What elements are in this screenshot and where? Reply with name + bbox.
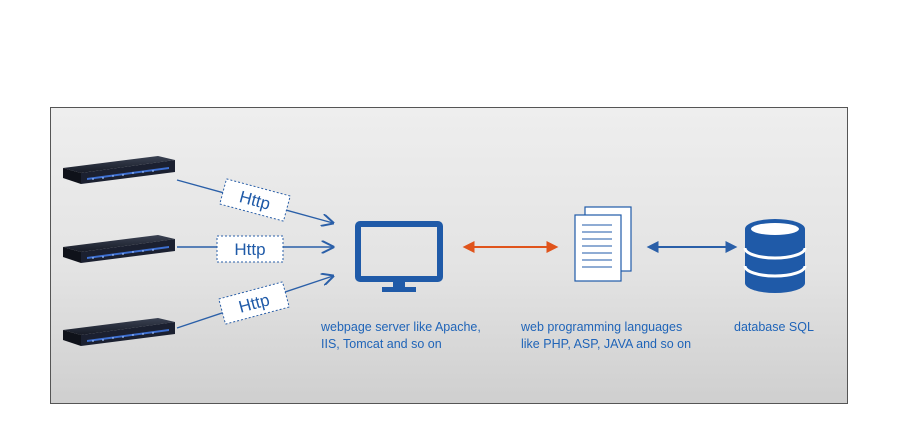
network-device-icon (63, 235, 175, 263)
languages-caption: web programming languages like PHP, ASP,… (521, 319, 691, 353)
http-label-box: Http (219, 178, 291, 222)
server-caption-line-1: webpage server like Apache, (321, 320, 481, 334)
http-label: Http (234, 240, 265, 259)
languages-caption-line-2: like PHP, ASP, JAVA and so on (521, 337, 692, 351)
documents-icon (574, 206, 632, 282)
network-device-icon (63, 156, 175, 184)
server-caption: webpage server like Apache, IIS, Tomcat … (321, 319, 481, 353)
network-device-icon (63, 318, 175, 346)
monitor-icon (355, 221, 443, 292)
database-icon (743, 219, 807, 293)
http-label-box: Http (218, 281, 290, 325)
http-label-box: Http (216, 235, 284, 263)
diagram-canvas: Http Http Http (63, 156, 807, 346)
server-caption-line-2: IIS, Tomcat and so on (321, 337, 442, 351)
languages-caption-line-1: web programming languages (521, 320, 683, 334)
diagram-frame: Http Http Http (50, 107, 848, 404)
database-caption: database SQL (734, 320, 814, 334)
